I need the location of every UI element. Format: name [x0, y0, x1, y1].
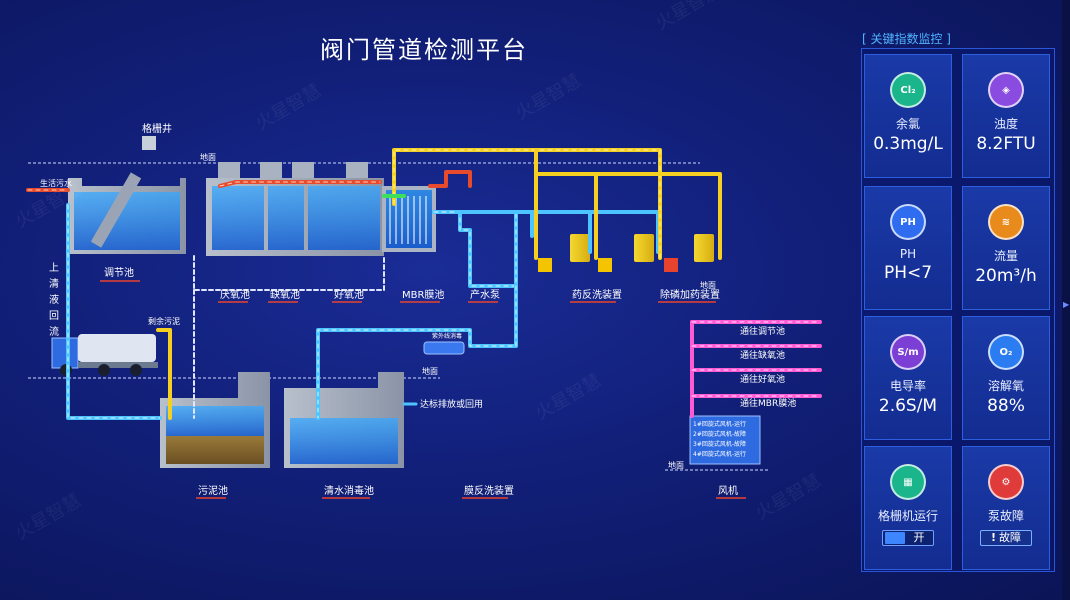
- metric-value: 0.3mg/L: [873, 134, 943, 154]
- fault-state: 故障: [999, 531, 1022, 544]
- label-underlines: [100, 280, 746, 499]
- grille-run-toggle[interactable]: 开: [882, 530, 934, 546]
- flow-icon: ≋: [988, 204, 1024, 240]
- svg-text:火星智慧: 火星智慧: [752, 470, 825, 524]
- label-geshajing: 格栅井: [142, 122, 172, 135]
- label-shenghuowushui: 生活污水: [40, 178, 72, 188]
- sludge-truck: [51, 334, 158, 376]
- label-shangqing: 上清液回流: [47, 262, 59, 342]
- diagram-labels: 格栅井 地面 生活污水 调节池 厌氧池 缺氧池 好氧池 MBR膜池 产水泵 药反…: [40, 122, 796, 497]
- pipes: [26, 148, 822, 420]
- turbidity-icon: ◈: [988, 72, 1024, 108]
- metric-card-flow: ≋ 流量 20m³/h: [962, 186, 1050, 310]
- metric-label: PH: [899, 247, 917, 261]
- metric-value: 20m³/h: [975, 266, 1037, 286]
- svg-text:火星智慧: 火星智慧: [12, 490, 85, 544]
- grille-icon: ▦: [890, 464, 926, 500]
- svg-text:火星智慧: 火星智慧: [252, 80, 325, 134]
- label-dimian-lower: 地面: [422, 366, 438, 376]
- bio-tank-train: [206, 162, 436, 256]
- label-dimian-right: 地面: [700, 280, 716, 290]
- blower-box: [689, 415, 761, 465]
- metric-value: PH<7: [883, 263, 933, 283]
- blower-2: 2#回旋式风机-故障: [693, 430, 746, 438]
- label-qingshui: 清水消毒池: [324, 484, 374, 497]
- ph-icon: PH: [890, 204, 926, 240]
- expand-arrow-icon[interactable]: ▶: [1063, 300, 1070, 309]
- metric-label: 泵故障: [987, 509, 1024, 523]
- chlorine-icon: Cl₂: [890, 72, 926, 108]
- label-fengji: 风机: [718, 484, 738, 497]
- label-dabiao: 达标排放或回用: [420, 398, 483, 410]
- svg-text:火星智慧: 火星智慧: [512, 70, 585, 124]
- label-yanyangchi: 厌氧池: [220, 288, 250, 301]
- label-yaofanxi: 药反洗装置: [572, 288, 622, 301]
- air-route-4: 通往MBR膜池: [740, 397, 796, 409]
- label-mbr: MBR膜池: [402, 288, 444, 301]
- metric-label: 电导率: [889, 379, 926, 393]
- metric-card-grille-run: ▦ 格栅机运行 开: [864, 446, 952, 570]
- dosing-tanks: [538, 234, 714, 272]
- metric-card-residual-chlorine: Cl₂ 余氯 0.3mg/L: [864, 54, 952, 178]
- metric-value: 88%: [987, 396, 1025, 416]
- label-shengyuwuni: 剩余污泥: [148, 316, 180, 326]
- label-wunichi: 污泥池: [198, 484, 228, 497]
- air-route-1: 通往调节池: [740, 325, 785, 337]
- page-title: 阀门管道检测平台: [320, 36, 528, 64]
- air-route-3: 通往好氧池: [740, 373, 785, 385]
- metric-label: 格栅机运行: [877, 509, 938, 523]
- label-haoyangchi: 好氧池: [334, 288, 364, 301]
- metric-card-turbidity: ◈ 浊度 8.2FTU: [962, 54, 1050, 178]
- metric-label: 余氯: [895, 117, 920, 131]
- label-chulin: 除磷加药装置: [660, 288, 720, 301]
- label-tiaojiechi: 调节池: [104, 266, 134, 279]
- panel-title: [ 关键指数监控 ]: [862, 32, 951, 46]
- conductivity-icon: S/m: [890, 334, 926, 370]
- svg-text:火星智慧: 火星智慧: [652, 0, 725, 34]
- metric-label: 溶解氧: [987, 379, 1024, 393]
- metric-card-conductivity: S/m 电导率 2.6S/M: [864, 316, 952, 440]
- pump-icon: ⚙: [988, 464, 1024, 500]
- metric-card-dissolved-oxygen: O₂ 溶解氧 88%: [962, 316, 1050, 440]
- process-diagram: 格栅井 地面 生活污水 调节池 厌氧池 缺氧池 好氧池 MBR膜池 产水泵 药反…: [12, 0, 825, 544]
- label-dimian-blower: 地面: [668, 460, 684, 470]
- metric-card-ph: PH PH PH<7: [864, 186, 952, 310]
- blower-3: 3#回旋式风机-故障: [693, 440, 746, 448]
- label-queyangchi: 缺氧池: [270, 288, 300, 301]
- metric-card-pump-fault: ⚙ 泵故障 ! 故障: [962, 446, 1050, 570]
- metric-label: 流量: [993, 249, 1018, 263]
- air-route-2: 通往缺氧池: [740, 349, 785, 361]
- label-chanshuibeng: 产水泵: [470, 288, 500, 301]
- metric-value: 8.2FTU: [976, 134, 1036, 154]
- blower-4: 4#回旋式风机-运行: [693, 450, 746, 458]
- blower-1: 1#回旋式风机-运行: [693, 420, 746, 428]
- metric-value: 2.6S/M: [878, 396, 938, 416]
- metric-label: 浊度: [993, 117, 1018, 131]
- toggle-state: 开: [913, 531, 925, 544]
- uv-unit: [423, 341, 465, 355]
- toggle-knob: [885, 532, 905, 544]
- underground-tanks: [160, 372, 404, 468]
- label-mofanxi: 膜反洗装置: [464, 484, 514, 497]
- right-edge-bar: [1062, 0, 1070, 600]
- svg-text:火星智慧: 火星智慧: [532, 370, 605, 424]
- alert-icon: !: [990, 531, 997, 544]
- label-dimian: 地面: [200, 152, 216, 162]
- dissolved-oxygen-icon: O₂: [988, 334, 1024, 370]
- pump-fault-status-button[interactable]: ! 故障: [980, 530, 1032, 546]
- adjustment-tank: [68, 136, 186, 254]
- label-ziwai: 紫外线消毒: [432, 332, 462, 340]
